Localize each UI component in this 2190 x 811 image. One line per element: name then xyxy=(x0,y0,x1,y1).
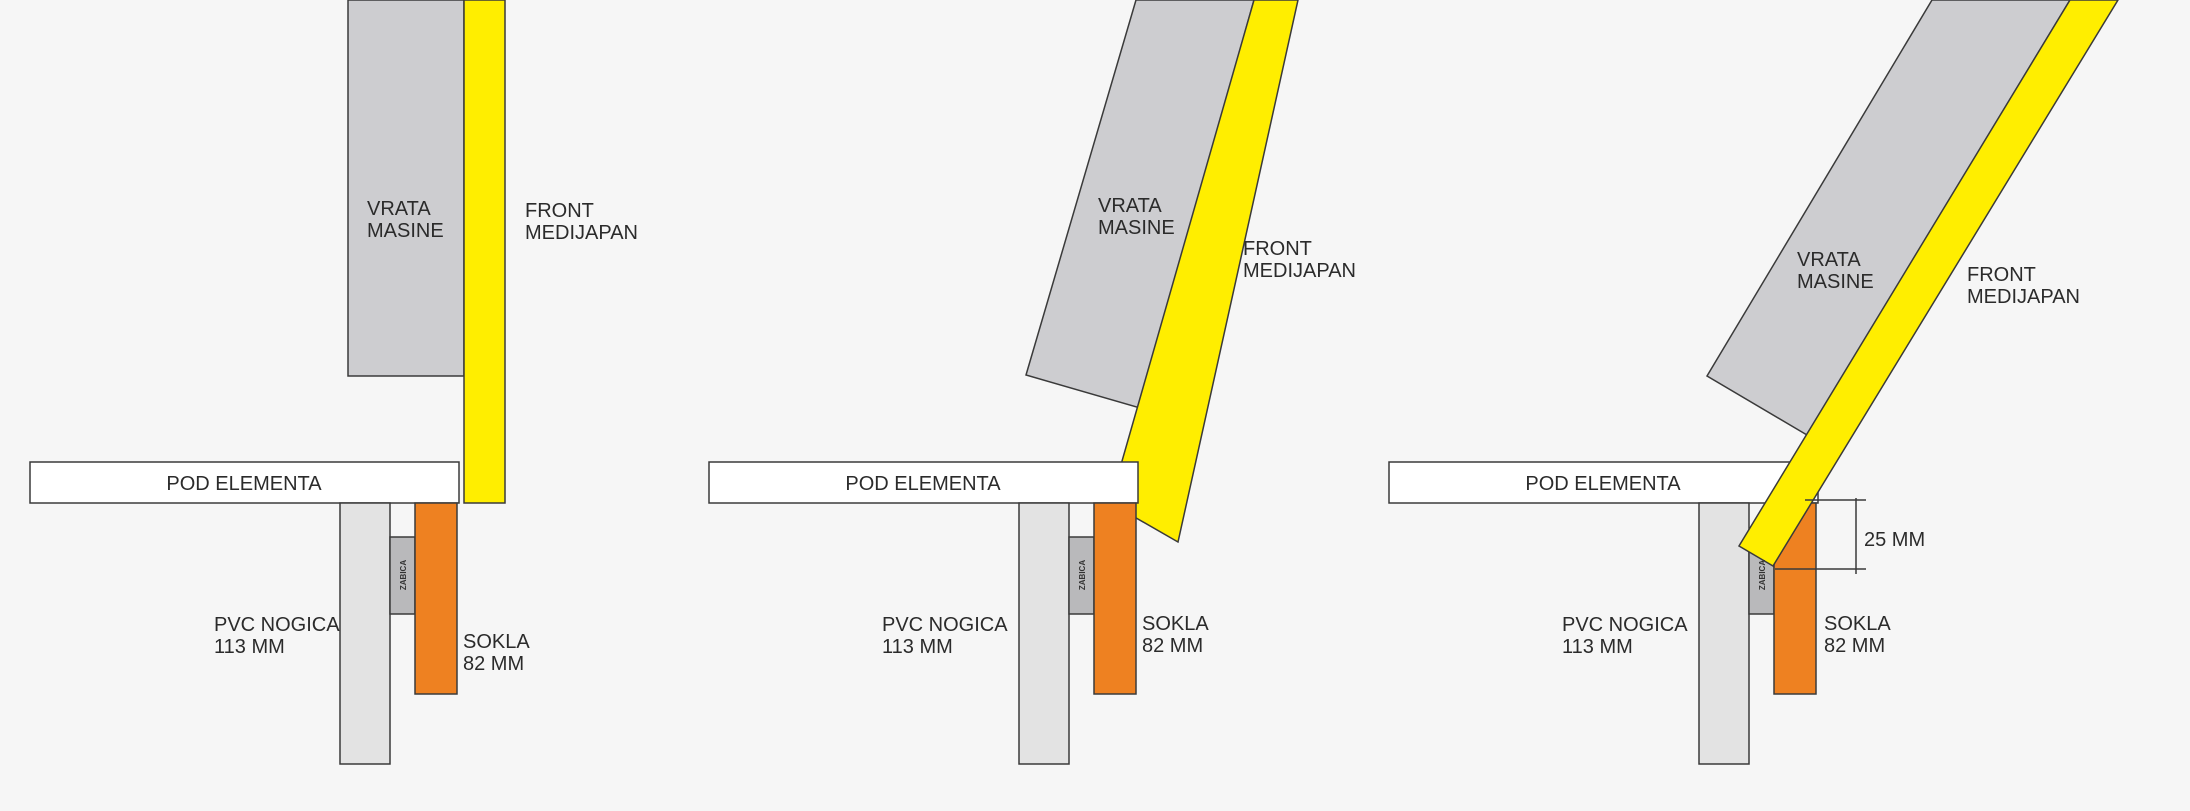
floor-label: POD ELEMENTA xyxy=(166,473,322,495)
leg-label: PVC NOGICA 113 MM xyxy=(214,614,344,658)
plinth-clip xyxy=(389,536,416,615)
plinth-board xyxy=(1093,502,1137,695)
floor-label: POD ELEMENTA xyxy=(845,473,1001,495)
panel-3: 25 MM VRATA MASINE FRONT MEDIJAPAN POD E… xyxy=(1388,0,2119,765)
front-label: FRONT MEDIJAPAN xyxy=(1967,264,2080,308)
floor-label: POD ELEMENTA xyxy=(1525,473,1681,495)
cabinet-floor xyxy=(1388,461,1819,504)
clip-label: ZABICA xyxy=(1758,560,1767,590)
panel-2: VRATA MASINE FRONT MEDIJAPAN POD ELEMENT… xyxy=(708,0,1356,765)
door-label: VRATA MASINE xyxy=(367,198,444,242)
pvc-leg xyxy=(1018,502,1070,765)
front-panel xyxy=(1109,0,1299,544)
front-label: FRONT MEDIJAPAN xyxy=(525,200,638,244)
plinth-label: SOKLA 82 MM xyxy=(1824,613,1895,657)
cabinet-floor xyxy=(708,461,1139,504)
front-label: FRONT MEDIJAPAN xyxy=(1243,238,1356,282)
door-label: VRATA MASINE xyxy=(1098,195,1175,239)
leg-label: PVC NOGICA 113 MM xyxy=(882,614,1012,658)
dimension-marker xyxy=(1775,498,1866,574)
panel-1: VRATA MASINE FRONT MEDIJAPAN POD ELEMENT… xyxy=(29,0,638,765)
front-panel xyxy=(463,0,506,504)
door-label: VRATA MASINE xyxy=(1797,249,1874,293)
clip-label: ZABICA xyxy=(1078,560,1087,590)
dimension-label: 25 MM xyxy=(1864,529,1925,551)
pvc-leg xyxy=(339,502,391,765)
plinth-label: SOKLA 82 MM xyxy=(1142,613,1213,657)
clip-label: ZABICA xyxy=(399,560,408,590)
plinth-label: SOKLA 82 MM xyxy=(463,631,534,675)
leg-label: PVC NOGICA 113 MM xyxy=(1562,614,1692,658)
cabinet-floor xyxy=(29,461,460,504)
plinth-board xyxy=(414,502,458,695)
plinth-clip xyxy=(1068,536,1095,615)
machine-door xyxy=(347,0,465,377)
front-panel xyxy=(1737,0,2119,568)
